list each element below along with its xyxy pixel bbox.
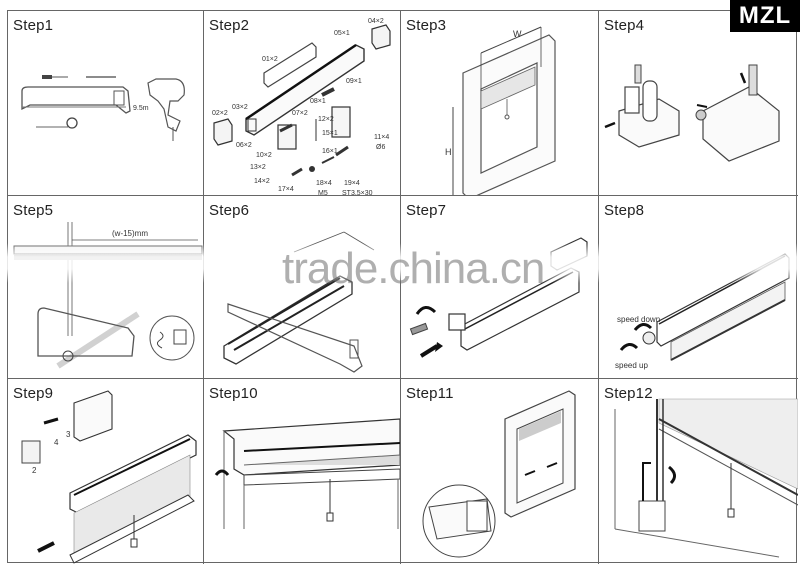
- svg-text:H: H: [445, 147, 452, 157]
- tools-illustration: 9.5m: [21, 75, 185, 141]
- svg-text:13×2: 13×2: [250, 164, 266, 171]
- svg-text:09×1: 09×1: [346, 78, 362, 85]
- step-panel-3: Step3 W H: [401, 11, 599, 196]
- step-panel-4: Step4: [599, 11, 798, 196]
- step-title: Step12: [604, 385, 653, 402]
- svg-text:12×2: 12×2: [318, 116, 334, 123]
- svg-text:14×2: 14×2: [254, 178, 270, 185]
- svg-text:Ø6: Ø6: [376, 144, 385, 151]
- svg-text:10×2: 10×2: [256, 152, 272, 159]
- step-panel-5: Step5 (w-15)mm: [8, 196, 204, 379]
- watermark-text: trade.china.cn: [282, 244, 545, 293]
- svg-text:18×4: 18×4: [316, 180, 332, 187]
- watermark-band: [0, 243, 800, 283]
- step-title: Step5: [13, 202, 54, 219]
- svg-text:3: 3: [66, 430, 71, 439]
- step-panel-10: Step10: [204, 379, 401, 564]
- svg-text:ST3.5×30: ST3.5×30: [342, 190, 373, 196]
- svg-text:M5: M5: [318, 190, 328, 196]
- brand-badge: MZL: [730, 0, 800, 32]
- svg-text:06×2: 06×2: [236, 142, 252, 149]
- svg-text:05×1: 05×1: [334, 30, 350, 37]
- parts-exploded-diagram: 01×2 02×2 03×2 04×2 05×1 06×2 07×2 08×1 …: [212, 18, 391, 196]
- svg-text:W: W: [513, 29, 522, 39]
- svg-text:02×2: 02×2: [212, 110, 228, 117]
- svg-text:9.5m: 9.5m: [133, 105, 149, 112]
- svg-text:17×4: 17×4: [278, 186, 294, 193]
- svg-text:2: 2: [32, 466, 37, 475]
- step-title: Step6: [209, 202, 250, 219]
- step-title: Step11: [406, 385, 454, 402]
- step-title: Step1: [13, 17, 54, 34]
- cut-profile-diagram: (w-15)mm: [13, 222, 203, 369]
- svg-text:(w-15)mm: (w-15)mm: [112, 229, 148, 238]
- mount-screen-diagram: [422, 390, 576, 558]
- step-panel-9: Step9 2 3 4: [8, 379, 204, 564]
- step-title: Step2: [209, 17, 250, 34]
- svg-text:19×4: 19×4: [344, 180, 360, 187]
- svg-text:4: 4: [54, 438, 59, 447]
- svg-text:15×1: 15×1: [322, 130, 338, 137]
- step-panel-12: Step12: [599, 379, 798, 564]
- step-title: Step8: [604, 202, 645, 219]
- step-title: Step10: [209, 385, 258, 402]
- svg-text:11×4: 11×4: [374, 134, 389, 141]
- svg-text:08×1: 08×1: [310, 98, 326, 105]
- cassette-assembly-diagram: 2 3 4: [21, 390, 197, 564]
- svg-text:16×1: 16×1: [322, 148, 338, 155]
- step-title: Step4: [604, 17, 645, 34]
- bracket-assembly-diagram: [604, 64, 780, 162]
- svg-text:07×2: 07×2: [292, 110, 308, 117]
- step-panel-2: Step2 01×2 02×2 03×2 04×2 05×1 06×2 07×2…: [204, 11, 401, 196]
- step-panel-1: Step1 9.5m: [8, 11, 204, 196]
- svg-text:04×2: 04×2: [368, 18, 384, 25]
- step-title: Step9: [13, 385, 54, 402]
- fix-bracket-diagram: [614, 398, 798, 558]
- window-measure-diagram: W H: [445, 26, 556, 195]
- instruction-grid: Step1 9.5m Step2: [7, 10, 798, 564]
- svg-text:speed up: speed up: [615, 361, 648, 370]
- svg-text:speed down: speed down: [617, 315, 660, 324]
- svg-text:03×2: 03×2: [232, 104, 248, 111]
- clip-cassette-diagram: [214, 418, 400, 529]
- step-panel-11: Step11: [401, 379, 599, 564]
- step-title: Step3: [406, 17, 447, 34]
- step-panel-8: Step8 speed down speed up: [599, 196, 798, 379]
- svg-text:01×2: 01×2: [262, 56, 278, 63]
- spring-tension-diagram: speed down speed up: [615, 253, 790, 370]
- step-title: Step7: [406, 202, 447, 219]
